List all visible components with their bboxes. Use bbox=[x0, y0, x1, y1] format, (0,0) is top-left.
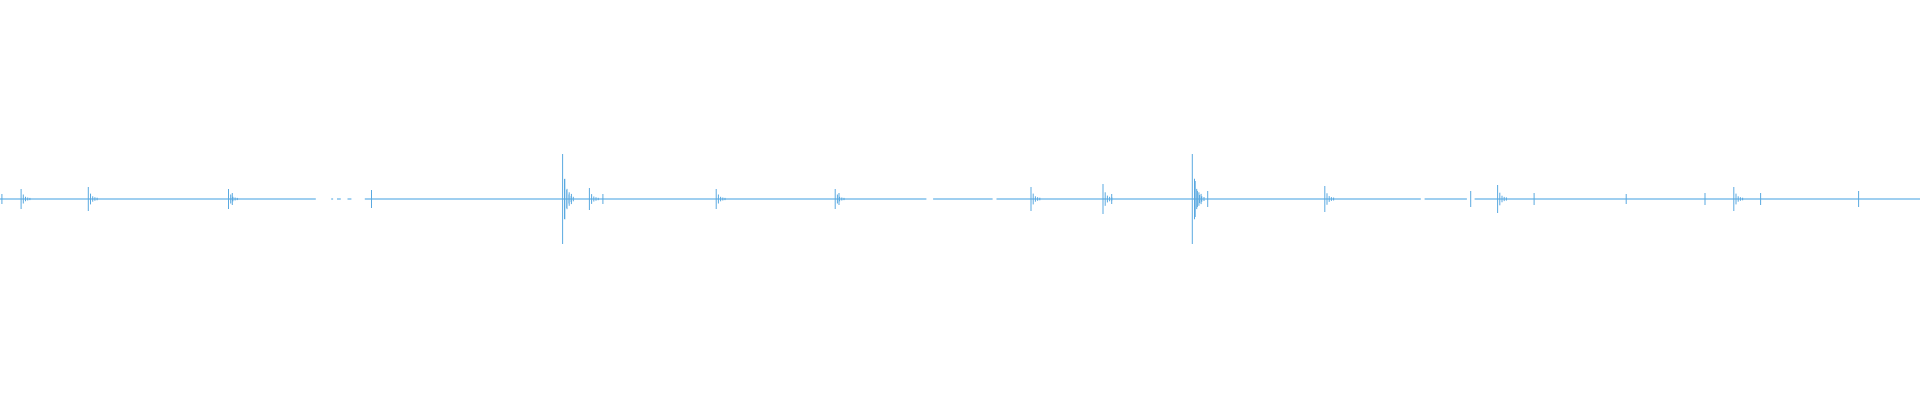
waveform-peaks bbox=[1, 154, 1860, 244]
